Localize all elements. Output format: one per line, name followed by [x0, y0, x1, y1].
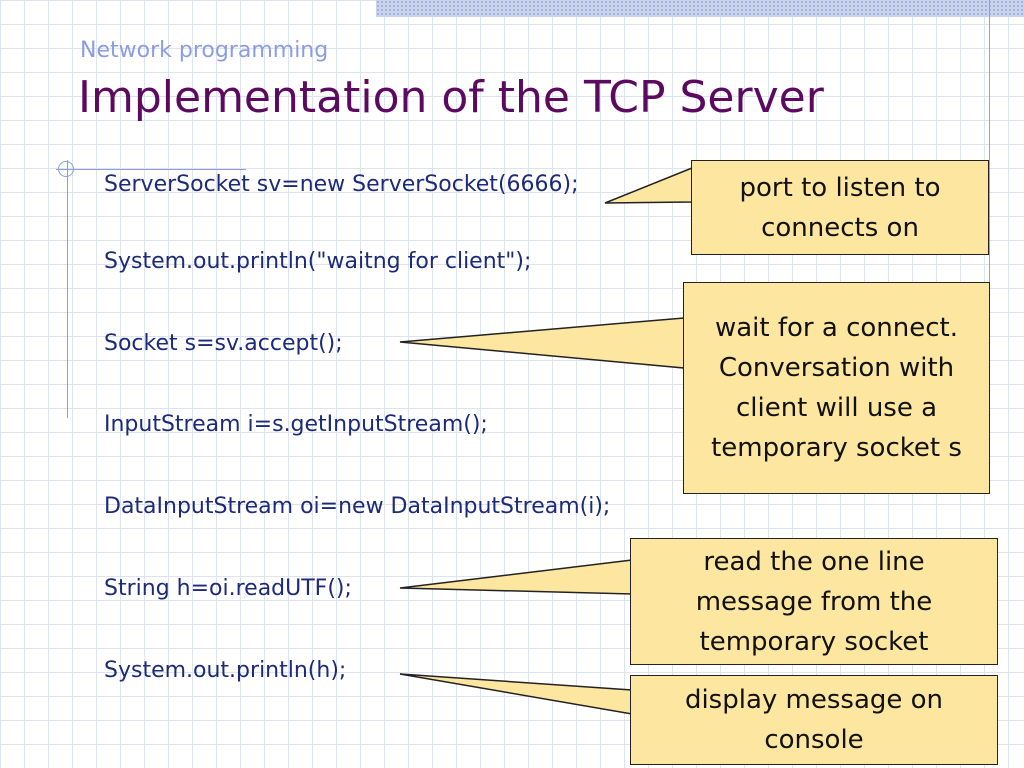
ornament-vertical-line	[67, 160, 68, 418]
pointer-accept	[399, 317, 685, 369]
circle-ornament-icon	[58, 161, 74, 177]
right-rule	[989, 0, 990, 420]
pointer-println	[399, 673, 633, 715]
code-line: System.out.println(h);	[104, 658, 347, 683]
code-line: System.out.println("waitng for client");	[104, 249, 532, 274]
code-line: DataInputStream oi=new DataInputStream(i…	[104, 494, 611, 519]
pointer-readutf	[399, 559, 633, 595]
callout-text: read the one line message from the tempo…	[695, 546, 933, 657]
code-line: String h=oi.readUTF();	[104, 576, 352, 601]
ornament-horizontal-line	[56, 169, 246, 170]
code-line: InputStream i=s.getInputStream();	[104, 412, 488, 437]
callout-text: display message on console	[684, 685, 944, 755]
pointer-port	[604, 166, 693, 204]
callout-port: port to listen to connects on	[691, 160, 989, 255]
slide-title: Implementation of the TCP Server	[78, 72, 824, 123]
callout-text: wait for a connect. Conversation with cl…	[711, 313, 962, 463]
code-line: ServerSocket sv=new ServerSocket(6666);	[104, 172, 579, 197]
header-band	[376, 0, 1024, 17]
code-line: Socket s=sv.accept();	[104, 331, 343, 356]
callout-text: port to listen to connects on	[739, 172, 941, 243]
callout-readutf: read the one line message from the tempo…	[630, 538, 998, 665]
slide-subtitle: Network programming	[80, 38, 329, 63]
callout-accept: wait for a connect. Conversation with cl…	[683, 282, 990, 494]
callout-println: display message on console	[630, 675, 998, 765]
